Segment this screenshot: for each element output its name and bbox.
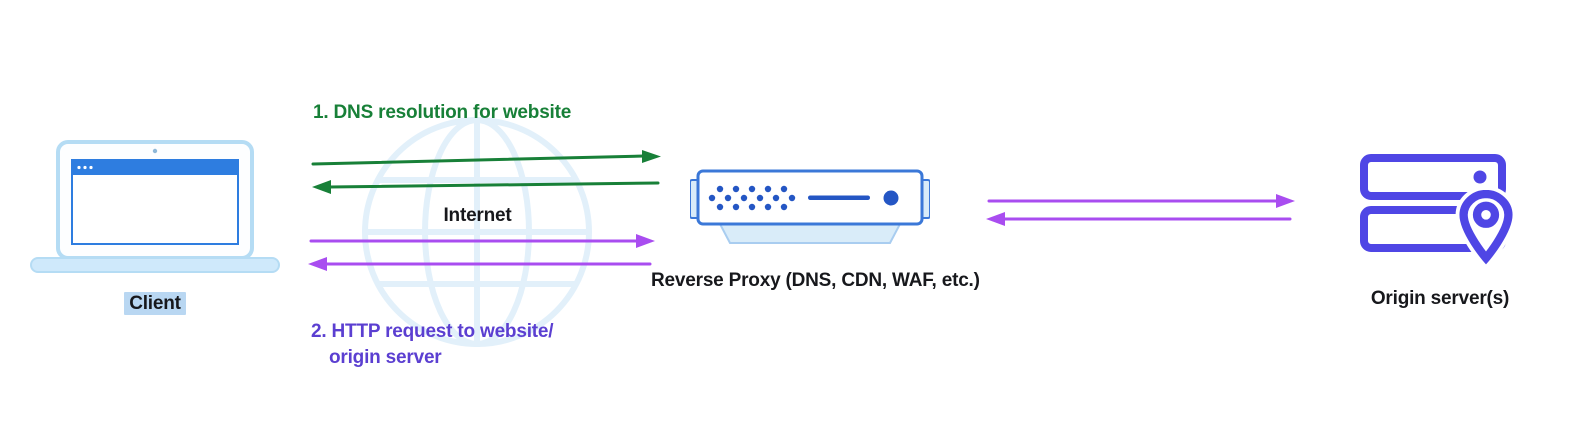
http-response-arrow bbox=[308, 257, 652, 271]
proxy-origin-request-arrow bbox=[987, 194, 1295, 208]
reverse-proxy-icon bbox=[690, 169, 930, 244]
step1-label: 1. DNS resolution for website bbox=[313, 102, 572, 123]
reverse-proxy-label: Reverse Proxy (DNS, CDN, WAF, etc.) bbox=[651, 270, 980, 291]
internet-label: Internet bbox=[443, 205, 512, 226]
client-label-text: Client bbox=[124, 292, 186, 315]
step2-label-line1: 2. HTTP request to website/ bbox=[311, 321, 554, 342]
client-label: Client bbox=[30, 292, 280, 315]
origin-server-icon bbox=[1360, 154, 1517, 271]
http-request-arrow bbox=[309, 234, 655, 248]
step2-label-line2: origin server bbox=[329, 347, 442, 368]
origin-server-label: Origin server(s) bbox=[1370, 288, 1510, 309]
dns-response-arrow bbox=[312, 180, 660, 194]
laptop-icon bbox=[30, 140, 280, 273]
proxy-origin-response-arrow bbox=[986, 212, 1292, 226]
globe-icon bbox=[362, 117, 592, 347]
dns-request-arrow bbox=[311, 150, 661, 166]
